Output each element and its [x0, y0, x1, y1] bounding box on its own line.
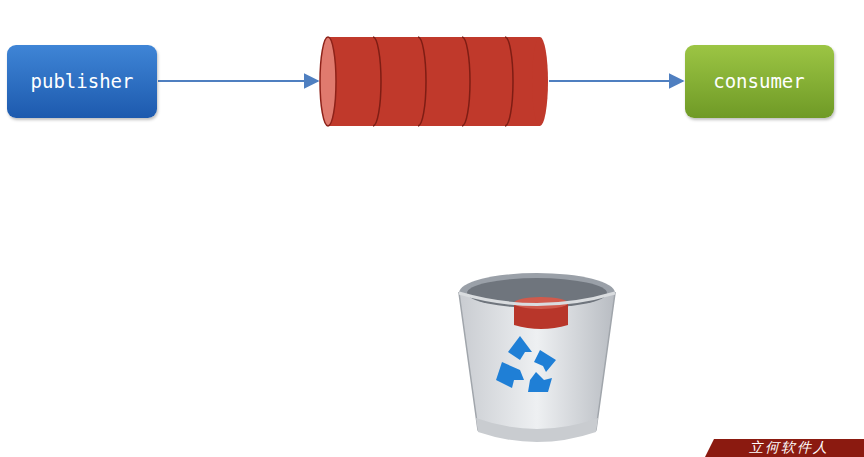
watermark: 立何软件人: [714, 439, 864, 457]
process-box: publisher: [7, 45, 157, 118]
process-box: consumer: [685, 45, 834, 118]
watermark-text: 立何软件人: [749, 439, 829, 457]
trash-can: [459, 273, 615, 442]
flow-arrow: [549, 80, 683, 82]
box-label: consumer: [713, 70, 805, 92]
queue-cylinder: [320, 37, 548, 126]
box-label: publisher: [31, 70, 134, 92]
flow-arrow: [158, 80, 318, 82]
watermark-bar: [705, 439, 864, 457]
